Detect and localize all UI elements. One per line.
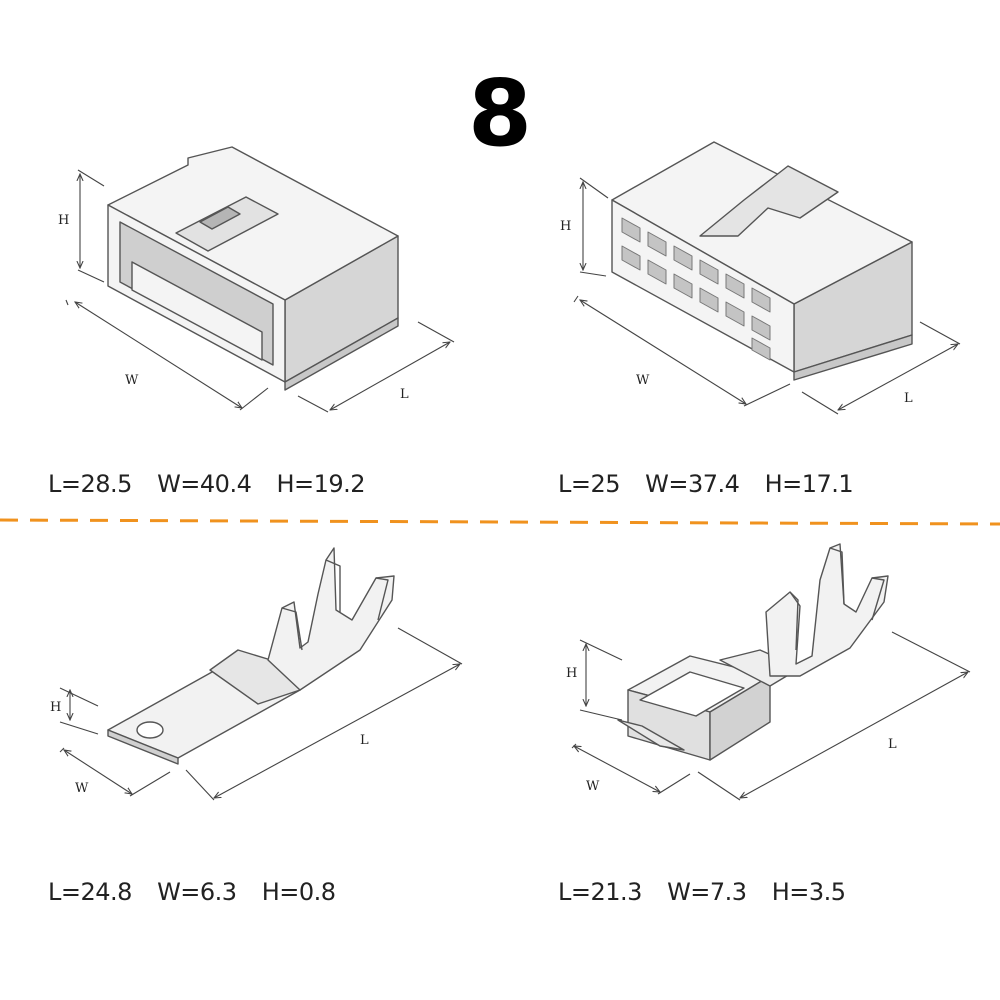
housing-female-l-label: L <box>904 391 913 406</box>
spec-width: W=40.4 <box>157 470 252 498</box>
spec-height: H=3.5 <box>771 878 846 906</box>
housing-female-w-label: W <box>636 373 650 388</box>
page-number: 8 <box>467 60 532 167</box>
housing-female-specs: L=25 W=37.4 H=17.1 <box>558 470 871 498</box>
spec-length: L=25 <box>558 470 621 498</box>
terminal-female-drawing <box>617 543 889 761</box>
spec-height: H=0.8 <box>261 878 336 906</box>
housing-male-w-label: W <box>125 373 139 388</box>
terminal-female-dimensions <box>571 631 971 801</box>
housing-male-drawing <box>107 146 399 391</box>
terminal-male-w-label: W <box>75 781 89 796</box>
spec-height: H=19.2 <box>276 470 366 498</box>
spec-length: L=21.3 <box>558 878 642 906</box>
spec-height: H=17.1 <box>764 470 854 498</box>
terminal-male-dimensions <box>59 627 463 801</box>
housing-male-l-label: L <box>400 387 409 402</box>
housing-male-specs: L=28.5 W=40.4 H=19.2 <box>48 470 383 498</box>
terminal-female-specs: L=21.3 W=7.3 H=3.5 <box>558 878 864 906</box>
terminal-female-h-label: H <box>566 666 577 681</box>
housing-female-drawing <box>611 141 913 381</box>
terminal-female-l-label: L <box>888 737 897 752</box>
terminal-male-l-label: L <box>360 733 369 748</box>
spec-length: L=28.5 <box>48 470 132 498</box>
terminal-male-specs: L=24.8 W=6.3 H=0.8 <box>48 878 354 906</box>
housing-female-h-label: H <box>560 219 571 234</box>
housing-male-h-label: H <box>58 213 69 228</box>
terminal-female-w-label: W <box>586 779 600 794</box>
housing-male-dimensions <box>65 169 455 413</box>
spec-length: L=24.8 <box>48 878 132 906</box>
terminal-male-h-label: H <box>50 700 61 715</box>
terminal-male-drawing <box>107 547 395 765</box>
spec-width: W=6.3 <box>157 878 237 906</box>
spec-width: W=7.3 <box>667 878 747 906</box>
spec-width: W=37.4 <box>645 470 740 498</box>
section-divider <box>0 518 1000 526</box>
housing-female-dimensions <box>573 177 961 415</box>
